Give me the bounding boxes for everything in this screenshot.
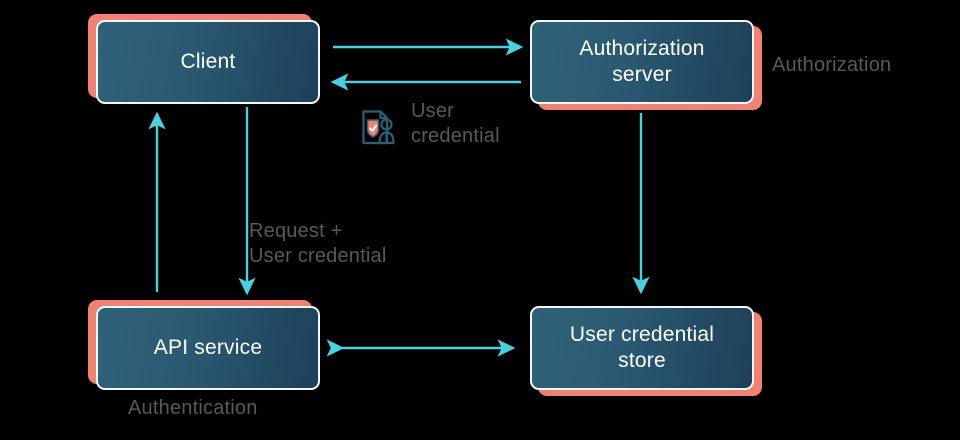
node-client-label: Client xyxy=(180,50,236,73)
node-user-credential-store-label: User credential store xyxy=(569,323,715,372)
node-api-service[interactable]: API service xyxy=(88,300,320,390)
caption-request-user-credential: Request + User credential xyxy=(249,220,387,267)
node-authorization-server-label: Authorization server xyxy=(579,37,705,86)
node-api-service-label: API service xyxy=(153,336,263,359)
caption-authorization: Authorization xyxy=(772,54,892,76)
document-shield-person-icon xyxy=(362,110,395,145)
caption-authentication: Authentication xyxy=(128,397,258,419)
node-client[interactable]: Client xyxy=(88,14,320,104)
node-user-credential-store-surface: User credential store xyxy=(530,306,754,390)
node-authorization-server-surface: Authorization server xyxy=(530,20,754,104)
node-client-surface: Client xyxy=(96,20,320,104)
node-authorization-server[interactable]: Authorization server xyxy=(530,20,762,110)
node-user-credential-store[interactable]: User credential store xyxy=(530,306,762,396)
caption-user-credential: User credential xyxy=(411,100,500,147)
node-api-service-surface: API service xyxy=(96,306,320,390)
